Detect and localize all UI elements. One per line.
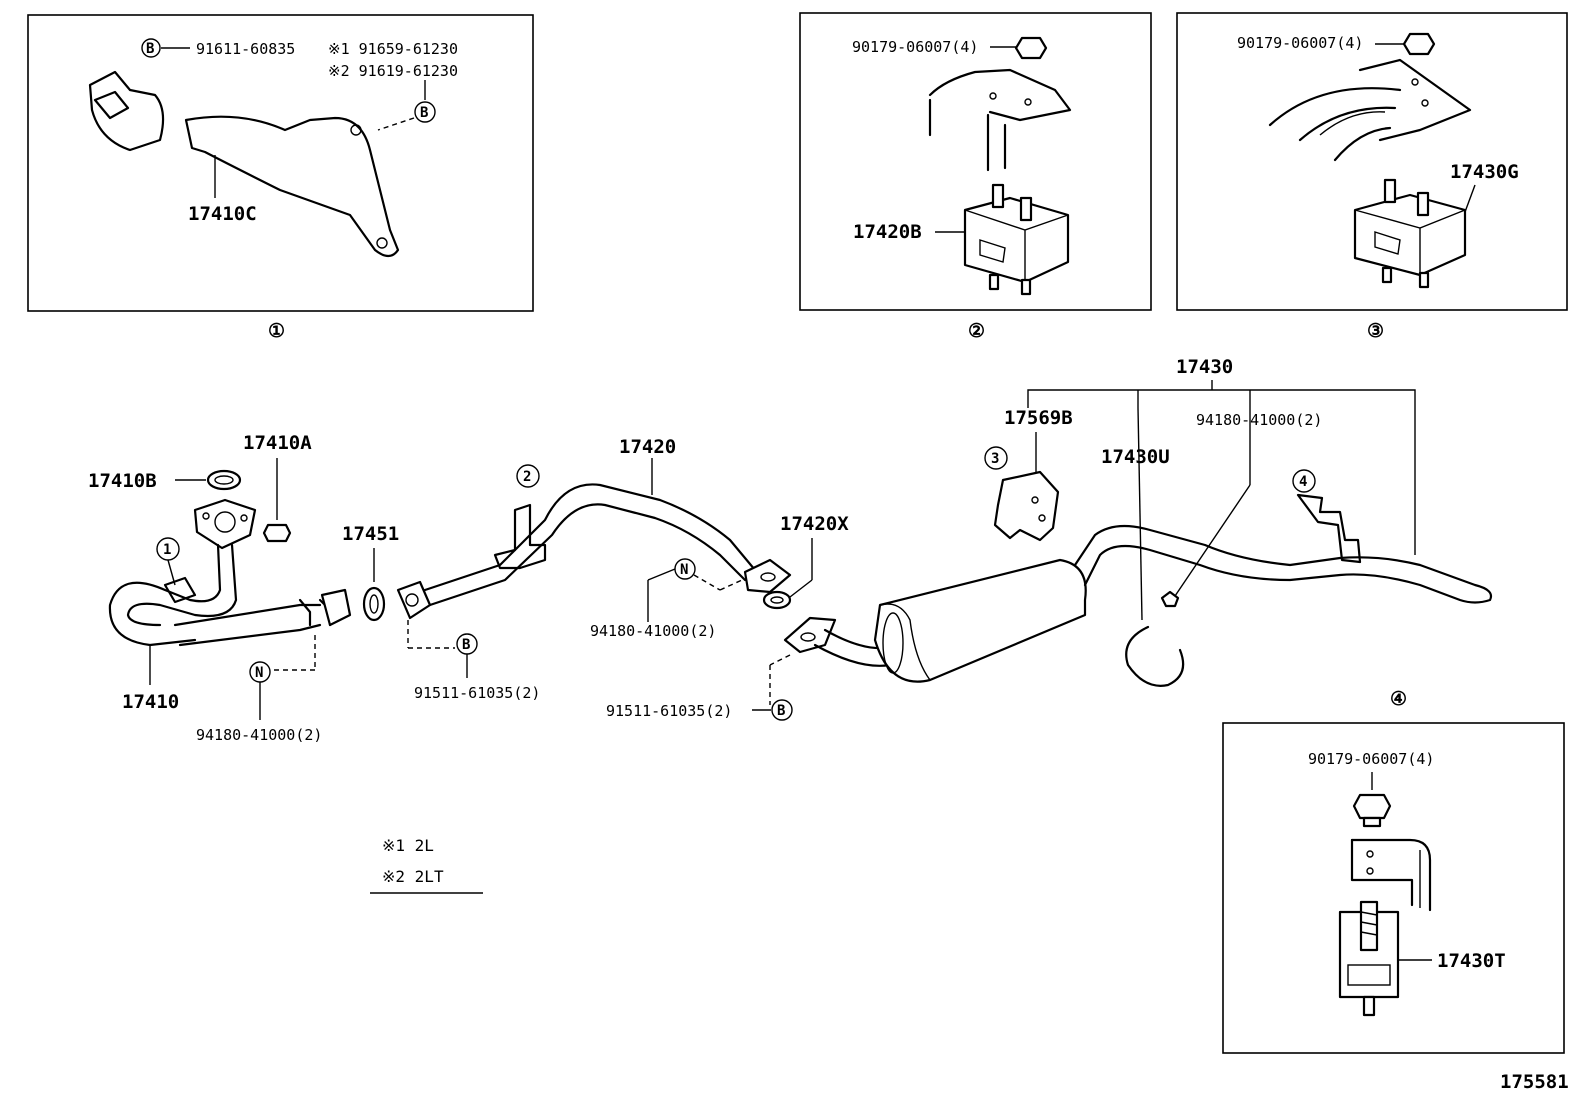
center-pipe-17420: 2 17420 B 91511-61035(2) N 94180-41000(2… xyxy=(396,436,849,702)
nut-94180-center: 94180-41000(2) xyxy=(590,622,716,640)
part-17420: 17420 xyxy=(619,436,676,458)
detail3-nut-part-number: 90179-06007(4) xyxy=(1237,34,1363,52)
detail1-note1-part-number: ※1 91659-61230 xyxy=(328,40,458,58)
part-17420X: 17420X xyxy=(780,513,849,535)
detail4-mount-part-number: 17430T xyxy=(1437,950,1506,972)
bolt-91511-front: 91511-61035(2) xyxy=(414,684,540,702)
detail1-note2-part-number: ※2 91619-61230 xyxy=(328,62,458,80)
detail4-label: ④ xyxy=(1390,688,1407,710)
nut-94180-rear: 94180-41000(2) xyxy=(1196,411,1322,429)
detail3-label: ③ xyxy=(1367,320,1384,342)
front-pipe-assembly: 17410B 17410A 1 17410 N 94180-41000(2) xyxy=(88,432,352,744)
detail1-bracket-part-number: 17410C xyxy=(188,203,257,225)
gasket-17451: 17451 xyxy=(342,523,399,622)
bolt-91511-rear: 91511-61035(2) xyxy=(606,702,732,720)
detail1-label: ① xyxy=(268,320,285,342)
marker-3: 3 xyxy=(991,451,999,467)
detail1-bolt-part-number: 91611-60835 xyxy=(196,40,295,58)
marker-N-front: N xyxy=(255,665,263,681)
detail-box-4: 90179-06007(4) 17430T xyxy=(1222,722,1565,1054)
part-17410A: 17410A xyxy=(243,432,312,454)
detail1-bolt-marker-right: B xyxy=(420,105,428,121)
marker-B-rear: B xyxy=(777,703,785,719)
part-17430U: 17430U xyxy=(1101,446,1170,468)
tail-pipe-assembly-17430: 17430U 94180-41000(2) 17569B 3 4 17430 B… xyxy=(606,356,1493,721)
nut-94180-front: 94180-41000(2) xyxy=(196,726,322,744)
detail1-bolt-marker: B xyxy=(146,41,154,57)
part-17430: 17430 xyxy=(1176,356,1233,378)
marker-2: 2 xyxy=(523,469,531,485)
marker-B-center: B xyxy=(462,637,470,653)
detail2-nut-part-number: 90179-06007(4) xyxy=(852,38,978,56)
detail2-mount-part-number: 17420B xyxy=(853,221,922,243)
detail-box-1: B 91611-60835 ※1 91659-61230 ※2 91619-61… xyxy=(27,14,534,312)
note-2: ※2 2LT xyxy=(382,867,444,886)
detail-box-2: 90179-06007(4) 17420B xyxy=(799,12,1152,311)
marker-1-front: 1 xyxy=(163,542,171,558)
marker-N-center: N xyxy=(680,562,688,578)
detail4-nut-part-number: 90179-06007(4) xyxy=(1308,750,1434,768)
part-17410: 17410 xyxy=(122,691,179,713)
detail2-label: ② xyxy=(968,320,985,342)
detail-box-3: 90179-06007(4) 17430G xyxy=(1176,12,1568,311)
part-17451: 17451 xyxy=(342,523,399,545)
part-17569B: 17569B xyxy=(1004,407,1073,429)
part-17410B: 17410B xyxy=(88,470,157,492)
notes-legend: ※1 2L ※2 2LT xyxy=(370,836,483,894)
figure-id: 175581 xyxy=(1500,1071,1569,1093)
detail3-mount-part-number: 17430G xyxy=(1450,161,1519,183)
marker-4: 4 xyxy=(1299,474,1307,490)
note-1: ※1 2L xyxy=(382,836,434,855)
